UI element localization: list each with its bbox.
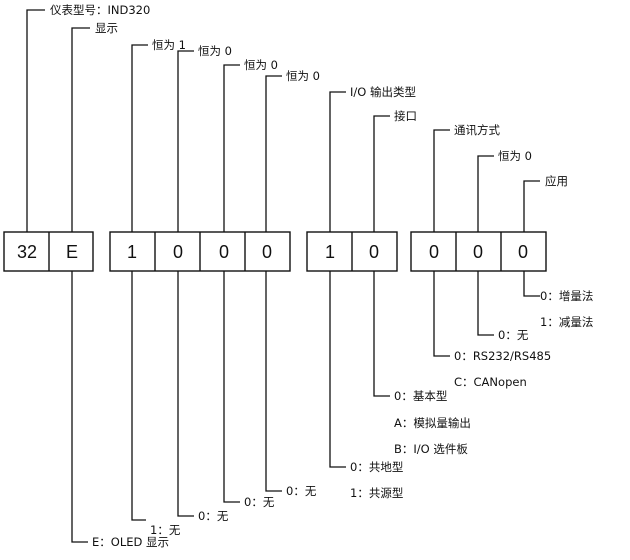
connector-interface-bottom [373, 271, 390, 397]
option-fixed0b: 0：无 [244, 495, 275, 509]
label-interface: 接口 [394, 109, 417, 123]
option-application-0: 0：增量法 [540, 289, 593, 303]
label-model: 仪表型号：IND320 [50, 3, 150, 17]
cell-comm: 0 [429, 242, 439, 262]
connector-io-type-bottom [329, 271, 346, 468]
connector-fixed0d-top [477, 155, 494, 232]
bottom-labels: 0：增量法 1：减量法 0：无 0：RS232/RS485 C：CANopen … [92, 289, 593, 549]
label-fixed0a: 恒为 0 [198, 44, 232, 58]
connector-io-type-top [329, 91, 346, 232]
cell-display: E [66, 242, 78, 262]
option-interface-0: 0：基本型 [394, 389, 447, 403]
group-box-comm-app [410, 231, 547, 272]
connector-lines [26, 9, 540, 543]
option-interface-1: A：模拟量输出 [394, 416, 471, 430]
option-application-1: 1：减量法 [540, 315, 593, 329]
connector-fixed1-top [131, 44, 148, 232]
connector-application-bottom [523, 271, 540, 297]
cell-interface: 0 [369, 242, 379, 262]
cell-model: 32 [17, 242, 37, 262]
connector-comm-bottom [433, 271, 450, 357]
connector-fixed0c-top [265, 75, 282, 232]
option-fixed0c: 0：无 [286, 484, 317, 498]
option-io-type-0: 0：共地型 [350, 460, 403, 474]
connector-fixed0b-bottom [223, 271, 240, 503]
connector-fixed0d-bottom [477, 271, 494, 336]
label-io-type: I/O 输出类型 [350, 85, 416, 99]
top-labels: 仪表型号：IND320 显示 恒为 1 恒为 0 恒为 0 恒为 0 I/O 输… [50, 3, 568, 188]
option-display: E：OLED 显示 [92, 535, 169, 549]
connector-fixed0a-bottom [177, 271, 194, 517]
option-interface-2: B：I/O 选件板 [394, 442, 468, 456]
option-fixed0d: 0：无 [498, 328, 529, 342]
cell-io-type: 1 [325, 242, 335, 262]
cell-fixed0a: 0 [173, 242, 183, 262]
connector-model-top [26, 9, 45, 232]
label-fixed0d: 恒为 0 [498, 149, 532, 163]
connector-interface-top [373, 115, 390, 232]
connector-comm-top [433, 129, 450, 232]
connector-display-bottom [71, 271, 88, 543]
connector-display-top [71, 27, 90, 232]
code-boxes: 32 E 1 0 0 0 1 0 0 0 0 [3, 231, 547, 272]
option-comm-0: 0：RS232/RS485 [454, 349, 551, 363]
connector-fixed1-bottom [131, 271, 146, 521]
option-fixed0a: 0：无 [198, 509, 229, 523]
label-fixed1: 恒为 1 [152, 38, 186, 52]
connector-fixed0c-bottom [265, 271, 282, 492]
option-fixed1: 1：无 [150, 523, 181, 537]
label-fixed0b: 恒为 0 [244, 58, 278, 72]
cell-fixed0c: 0 [262, 242, 272, 262]
option-io-type-1: 1：共源型 [350, 486, 403, 500]
connector-application-top [523, 180, 540, 232]
label-application: 应用 [545, 174, 568, 188]
cell-fixed0b: 0 [219, 242, 229, 262]
cell-fixed1: 1 [127, 242, 137, 262]
cell-application: 0 [518, 242, 528, 262]
option-comm-1: C：CANopen [454, 375, 527, 389]
connector-fixed0a-top [177, 50, 194, 232]
label-fixed0c: 恒为 0 [286, 69, 320, 83]
label-comm: 通讯方式 [454, 123, 500, 137]
cell-fixed0d: 0 [473, 242, 483, 262]
connector-fixed0b-top [223, 64, 240, 232]
label-display: 显示 [95, 21, 118, 35]
